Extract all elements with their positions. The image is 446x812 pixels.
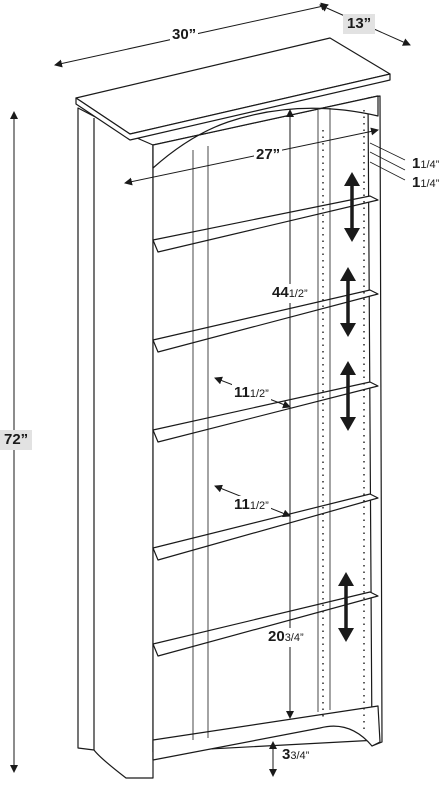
hole-spacing-2-whole: 1 [412, 174, 421, 191]
hole-spacing-2-label: 11/4” [410, 174, 442, 193]
shelf-gap-1-fraction: 1/2” [249, 388, 269, 400]
shelf-3 [152, 381, 379, 443]
hole-spacing-2-fraction: 1/4” [420, 178, 440, 190]
shelf-gap-2-fraction: 1/2” [249, 500, 269, 512]
shelf-gap-2-label: 111/2” [232, 496, 271, 515]
shelf-gap-1-label: 111/2” [232, 384, 271, 403]
shelf-gap-1-whole: 11 [234, 384, 250, 401]
adjust-arrow-2 [340, 267, 356, 337]
bottom-height-fraction: 3/4” [284, 632, 304, 644]
adjust-arrow-4 [338, 572, 354, 642]
inner-width-label: 27” [254, 146, 283, 164]
hole-spacing-leader-2 [369, 151, 406, 171]
center-height-fraction: 1/2” [288, 288, 308, 300]
width-label: 30” [170, 26, 199, 44]
hole-spacing-leader-3 [369, 161, 406, 181]
shelf-2 [152, 289, 379, 353]
depth-label: 13” [343, 14, 376, 34]
hole-spacing-leader-1 [369, 142, 406, 161]
hole-spacing-1-fraction: 1/4” [420, 159, 440, 171]
base-height-fraction: 3/4” [290, 750, 310, 762]
center-height-label: 441/2” [270, 284, 310, 303]
shelf-4 [152, 493, 379, 561]
bookcase [75, 37, 391, 779]
adjust-arrow-3 [340, 361, 356, 431]
height-label: 72” [0, 430, 33, 450]
hole-spacing-1-label: 11/4” [410, 155, 442, 174]
hole-spacing-1-whole: 1 [412, 155, 421, 172]
center-height-whole: 44 [272, 284, 289, 301]
inner-width-line [124, 127, 379, 186]
shelf-pin-holes [322, 110, 365, 730]
left-side-panel [77, 107, 154, 779]
adjust-arrow-1 [344, 172, 360, 242]
adjustable-shelf-arrows [338, 172, 360, 642]
base-height-label: 33/4” [280, 746, 312, 765]
bottom-height-whole: 20 [268, 628, 285, 645]
shelf-gap-2-whole: 11 [234, 496, 250, 513]
bottom-height-label: 203/4” [266, 628, 306, 647]
shelf-1 [152, 195, 379, 253]
base-height-whole: 3 [282, 746, 291, 763]
shelf-5 [152, 591, 379, 657]
bottom-plinth [152, 705, 381, 761]
